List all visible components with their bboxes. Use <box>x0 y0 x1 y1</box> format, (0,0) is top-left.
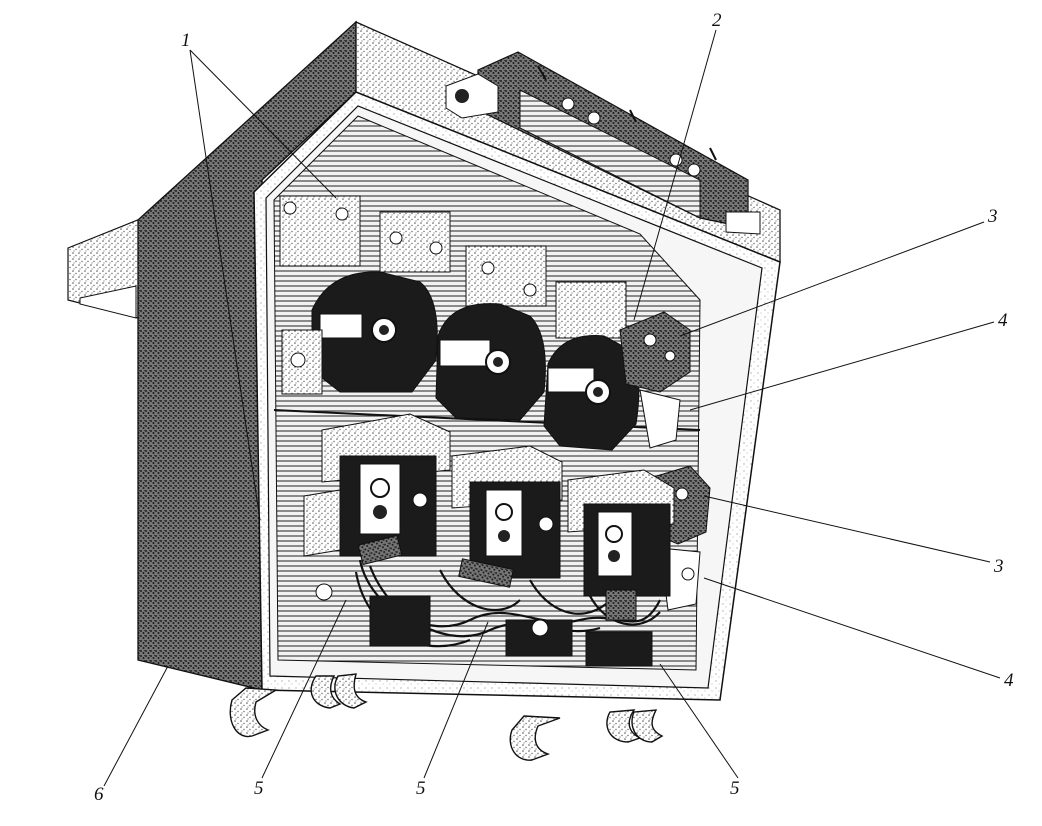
mounting-plates <box>279 195 627 339</box>
upper-coil-3 <box>543 335 640 451</box>
callout-3-upper: 3 <box>987 206 998 227</box>
wiring-sleeves <box>357 534 637 621</box>
lower-contactor-2 <box>451 445 563 579</box>
callout-3-lower: 3 <box>993 556 1004 577</box>
upper-contactor-row <box>281 271 640 451</box>
callout-6: 6 <box>94 784 104 805</box>
callout-2: 2 <box>712 10 722 31</box>
callout-5-right: 5 <box>730 778 740 799</box>
mounting-hooks <box>229 673 664 761</box>
upper-coil-1 <box>281 271 438 395</box>
callout-5-middle: 5 <box>416 778 426 799</box>
terminal-strip <box>445 51 761 235</box>
aux-switch-upper <box>619 311 691 449</box>
upper-coil-2 <box>435 303 546 421</box>
lower-contactor-3 <box>567 469 675 597</box>
leader-lines <box>103 29 1001 787</box>
callout-4-upper: 4 <box>998 310 1008 331</box>
bottom-blocks <box>315 583 653 667</box>
callout-5-left: 5 <box>254 778 264 799</box>
callout-4-lower: 4 <box>1004 670 1014 691</box>
callout-labels: 1 2 3 4 3 4 5 5 5 6 <box>94 10 1014 805</box>
callout-1: 1 <box>181 30 191 51</box>
